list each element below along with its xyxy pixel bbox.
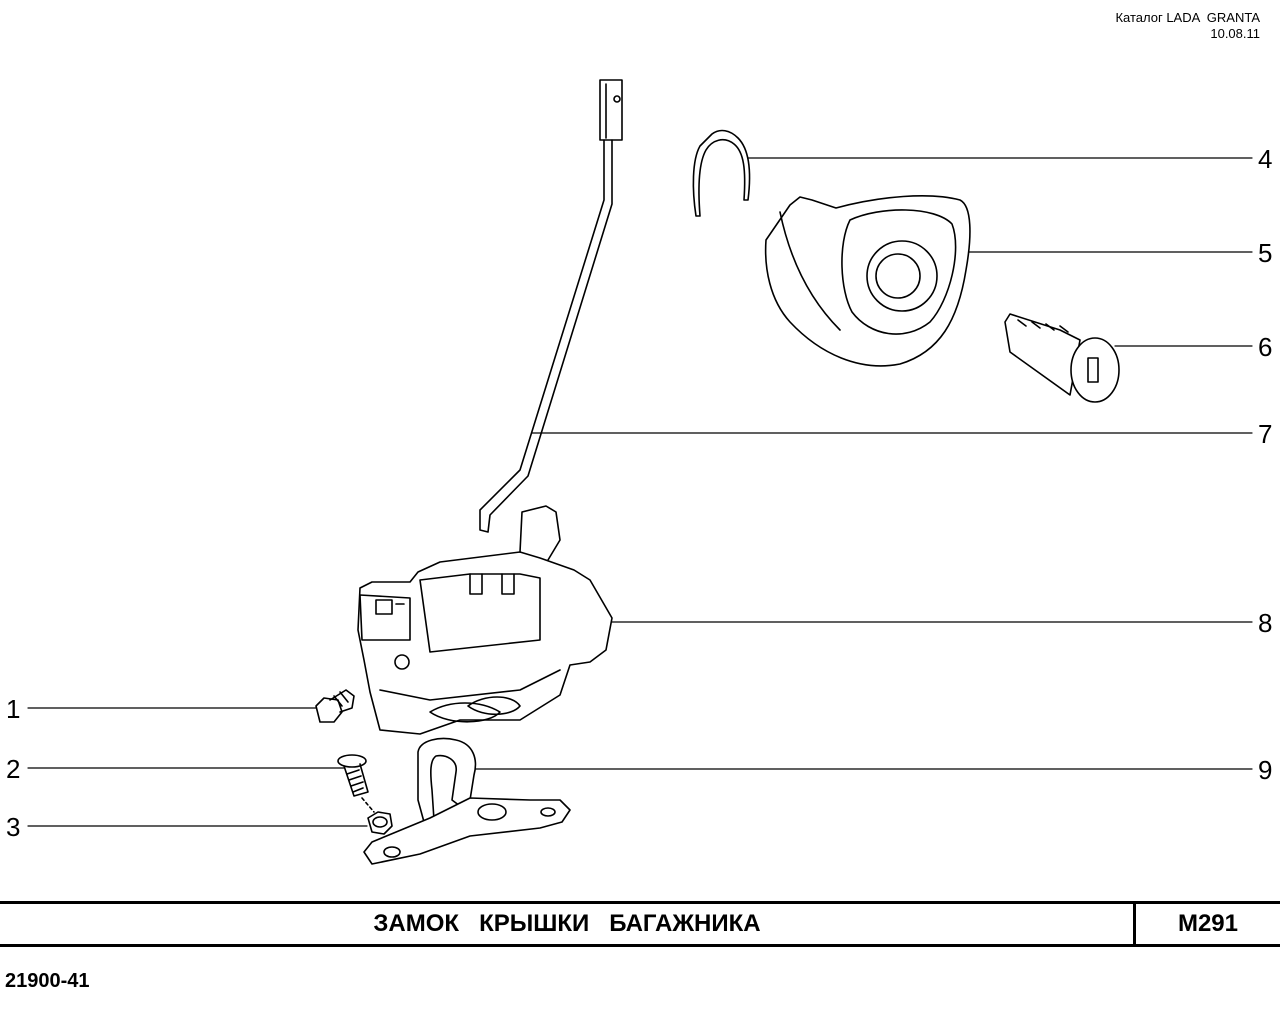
bolt-with-washer [315,689,355,723]
drawing-title: ЗАМОК КРЫШКИ БАГАЖНИКА [373,910,761,937]
callout-4: 4 [1258,144,1273,174]
catalog-header: Каталог LADA GRANTA 10.08.11 [1115,10,1260,42]
callout-2: 2 [6,754,21,784]
catalog-date: 10.08.11 [1210,26,1260,41]
lock-rod [479,79,623,533]
drawing-code: M291 [1177,910,1239,937]
lock-striker [363,737,571,865]
catalog-title: Каталог LADA GRANTA [1115,10,1260,25]
callout-6: 6 [1258,332,1273,362]
callout-5: 5 [1258,238,1273,268]
lock-housing [764,195,971,367]
leader-lines [27,157,1253,827]
catalog-number: 21900-41 [5,970,90,992]
callout-1: 1 [6,694,21,724]
title-divider [1133,904,1136,944]
exploded-parts-drawing [27,79,1253,865]
callout-8: 8 [1258,608,1273,638]
title-block: ЗАМОК КРЫШКИ БАГАЖНИКА M291 [0,901,1280,947]
nut [367,811,393,835]
lock-mechanism [357,505,613,735]
callout-7: 7 [1258,419,1273,449]
screw [337,754,375,813]
callout-3: 3 [6,812,21,842]
callout-9: 9 [1258,755,1273,785]
retaining-clip [692,129,751,217]
lock-cylinder [1004,313,1120,403]
